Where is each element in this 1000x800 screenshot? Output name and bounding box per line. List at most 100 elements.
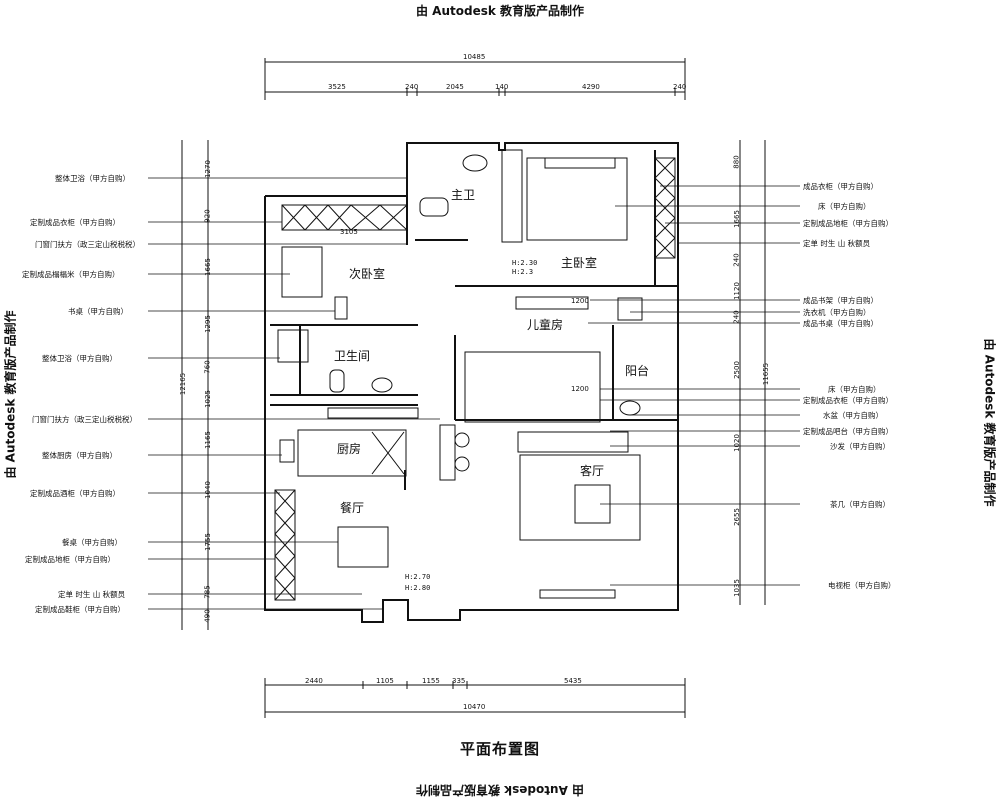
dim-bottom-2: 1105 bbox=[376, 677, 394, 685]
dim-bottom-5: 5435 bbox=[564, 677, 582, 685]
wine-cabinet-hatch bbox=[274, 489, 296, 601]
ann-right-2: 床（甲方自购） bbox=[818, 202, 871, 211]
bar-stool-2 bbox=[454, 456, 470, 472]
washing-machine bbox=[617, 297, 643, 321]
ann-right-14: 电视柜（甲方自购） bbox=[828, 581, 896, 590]
dim-bottom-3: 1155 bbox=[422, 677, 440, 685]
toilet-bath bbox=[329, 369, 345, 393]
dim-left-2: 920 bbox=[203, 209, 212, 223]
ann-right-9: 定制成品衣柜（甲方自购） bbox=[803, 396, 893, 405]
shower bbox=[277, 329, 309, 363]
dim-right-9: 1035 bbox=[732, 579, 741, 597]
wine-cabinet bbox=[274, 489, 296, 601]
dim-right-4: 1120 bbox=[732, 282, 741, 300]
ann-left-8: 整体厨房（甲方自购） bbox=[42, 451, 117, 460]
ann-right-4: 定单 时生 山 秋额员 bbox=[803, 239, 871, 248]
ann-left-9: 定制成品酒柜（甲方自购） bbox=[30, 489, 120, 498]
ann-right-12: 沙发（甲方自购） bbox=[830, 442, 890, 451]
ann-right-11: 定制成品吧台（甲方自购） bbox=[803, 427, 893, 436]
master-bed bbox=[526, 157, 628, 241]
height-tag-dining-2: H:2.80 bbox=[405, 584, 431, 592]
dim-top-total: 10485 bbox=[463, 53, 486, 61]
dim-left-9: 1755 bbox=[203, 533, 212, 551]
room-dining: 餐厅 bbox=[340, 501, 365, 515]
tatami-chair bbox=[281, 246, 323, 298]
dim-ticks-top bbox=[264, 58, 686, 100]
sink-bath bbox=[371, 377, 393, 393]
dim-left-1: 1270 bbox=[203, 160, 212, 178]
master-wardrobe-hatch bbox=[654, 157, 676, 259]
sink-master bbox=[462, 154, 488, 172]
master-wardrobe bbox=[654, 157, 676, 259]
dim-right-total: 11655 bbox=[762, 362, 771, 386]
room-master-bath: 主卫 bbox=[451, 188, 476, 202]
dim-top-3: 2045 bbox=[446, 83, 464, 91]
room-kids: 儿童房 bbox=[527, 318, 564, 332]
wardrobe-hatch bbox=[281, 204, 408, 231]
bar-counter bbox=[439, 424, 456, 481]
ann-left-12: 定单 时生 山 秋额员 bbox=[58, 590, 126, 599]
dim-right-3: 240 bbox=[732, 253, 741, 267]
dim-left-8: 1040 bbox=[203, 481, 212, 499]
stove bbox=[327, 407, 419, 419]
sofa bbox=[517, 431, 629, 453]
ann-right-6: 洗衣机（甲方自购） bbox=[803, 308, 871, 317]
dim-bottom-1: 2440 bbox=[305, 677, 323, 685]
room-living: 客厅 bbox=[580, 464, 605, 478]
ann-left-13: 定制成品鞋柜（甲方自购） bbox=[35, 605, 125, 614]
master-closet bbox=[501, 149, 523, 243]
height-tag-master-2: H:2.3 bbox=[512, 268, 534, 276]
ann-left-1: 整体卫浴（甲方自购） bbox=[55, 174, 130, 183]
ann-left-7: 门窗门扶方（政三定山税税税） bbox=[32, 415, 137, 424]
dim-bottom-4: 335 bbox=[452, 677, 466, 685]
ann-right-5: 成品书架（甲方自购） bbox=[803, 296, 878, 305]
dim-bottom-total: 10470 bbox=[463, 703, 486, 711]
balcony-sink bbox=[619, 400, 641, 416]
room-kitchen: 厨房 bbox=[337, 442, 362, 456]
ann-left-11: 定制成品地柜（甲方自购） bbox=[25, 555, 115, 564]
dim-right-6: 2500 bbox=[732, 361, 741, 379]
height-tag-master-1: H:2.30 bbox=[512, 259, 538, 267]
dim-inner-2: 1200 bbox=[571, 297, 589, 305]
dim-top-4: 140 bbox=[495, 83, 509, 91]
dim-top-1: 3525 bbox=[328, 83, 346, 91]
kitchen-sink bbox=[279, 439, 295, 463]
dim-left-6: 1025 bbox=[203, 390, 212, 408]
kitchen-counter bbox=[297, 429, 407, 477]
ann-left-3: 门窗门扶方（政三定山税税税） bbox=[35, 240, 140, 249]
ann-left-4: 定制成品榻榻米（甲方自购） bbox=[22, 270, 120, 279]
living-rug bbox=[519, 454, 641, 541]
room-balcony: 阳台 bbox=[625, 364, 650, 378]
dim-top-6: 240 bbox=[673, 83, 687, 91]
dim-right-5: 240 bbox=[732, 310, 741, 324]
desk bbox=[334, 296, 348, 320]
master-bed-pillows bbox=[544, 157, 616, 169]
dim-left-4: 1295 bbox=[203, 315, 212, 333]
tv-cabinet bbox=[539, 589, 616, 599]
ann-right-7: 成品书桌（甲方自购） bbox=[803, 319, 878, 328]
room-bathroom: 卫生间 bbox=[334, 349, 371, 363]
ann-right-1: 成品衣柜（甲方自购） bbox=[803, 182, 878, 191]
dining-table bbox=[337, 526, 389, 568]
ann-right-3: 定制成品地柜（甲方自购） bbox=[803, 219, 893, 228]
dim-right-1: 880 bbox=[732, 155, 741, 169]
ann-left-6: 整体卫浴（甲方自购） bbox=[42, 354, 117, 363]
drawing-title: 平面布置图 bbox=[459, 740, 540, 758]
dim-top-5: 4290 bbox=[582, 83, 600, 91]
dim-ticks-bottom bbox=[264, 678, 686, 718]
bar-stool-1 bbox=[454, 432, 470, 448]
dim-left-7: 1165 bbox=[203, 431, 212, 449]
kids-bed bbox=[464, 351, 601, 423]
dim-right-7: 1020 bbox=[732, 434, 741, 452]
dim-left-total: 12165 bbox=[179, 372, 188, 396]
dim-left-10: 785 bbox=[203, 585, 212, 599]
ann-left-5: 书桌（甲方自购） bbox=[68, 307, 128, 316]
dim-top-2: 240 bbox=[405, 83, 419, 91]
room-second-bedroom: 次卧室 bbox=[349, 267, 386, 281]
dim-left-11: 490 bbox=[203, 609, 212, 623]
ann-right-8: 床（甲方自购） bbox=[828, 385, 881, 394]
dim-left-3: 1665 bbox=[203, 258, 212, 276]
kitchen-fridge bbox=[371, 431, 405, 475]
ann-right-10: 水盆（甲方自购） bbox=[823, 411, 883, 420]
